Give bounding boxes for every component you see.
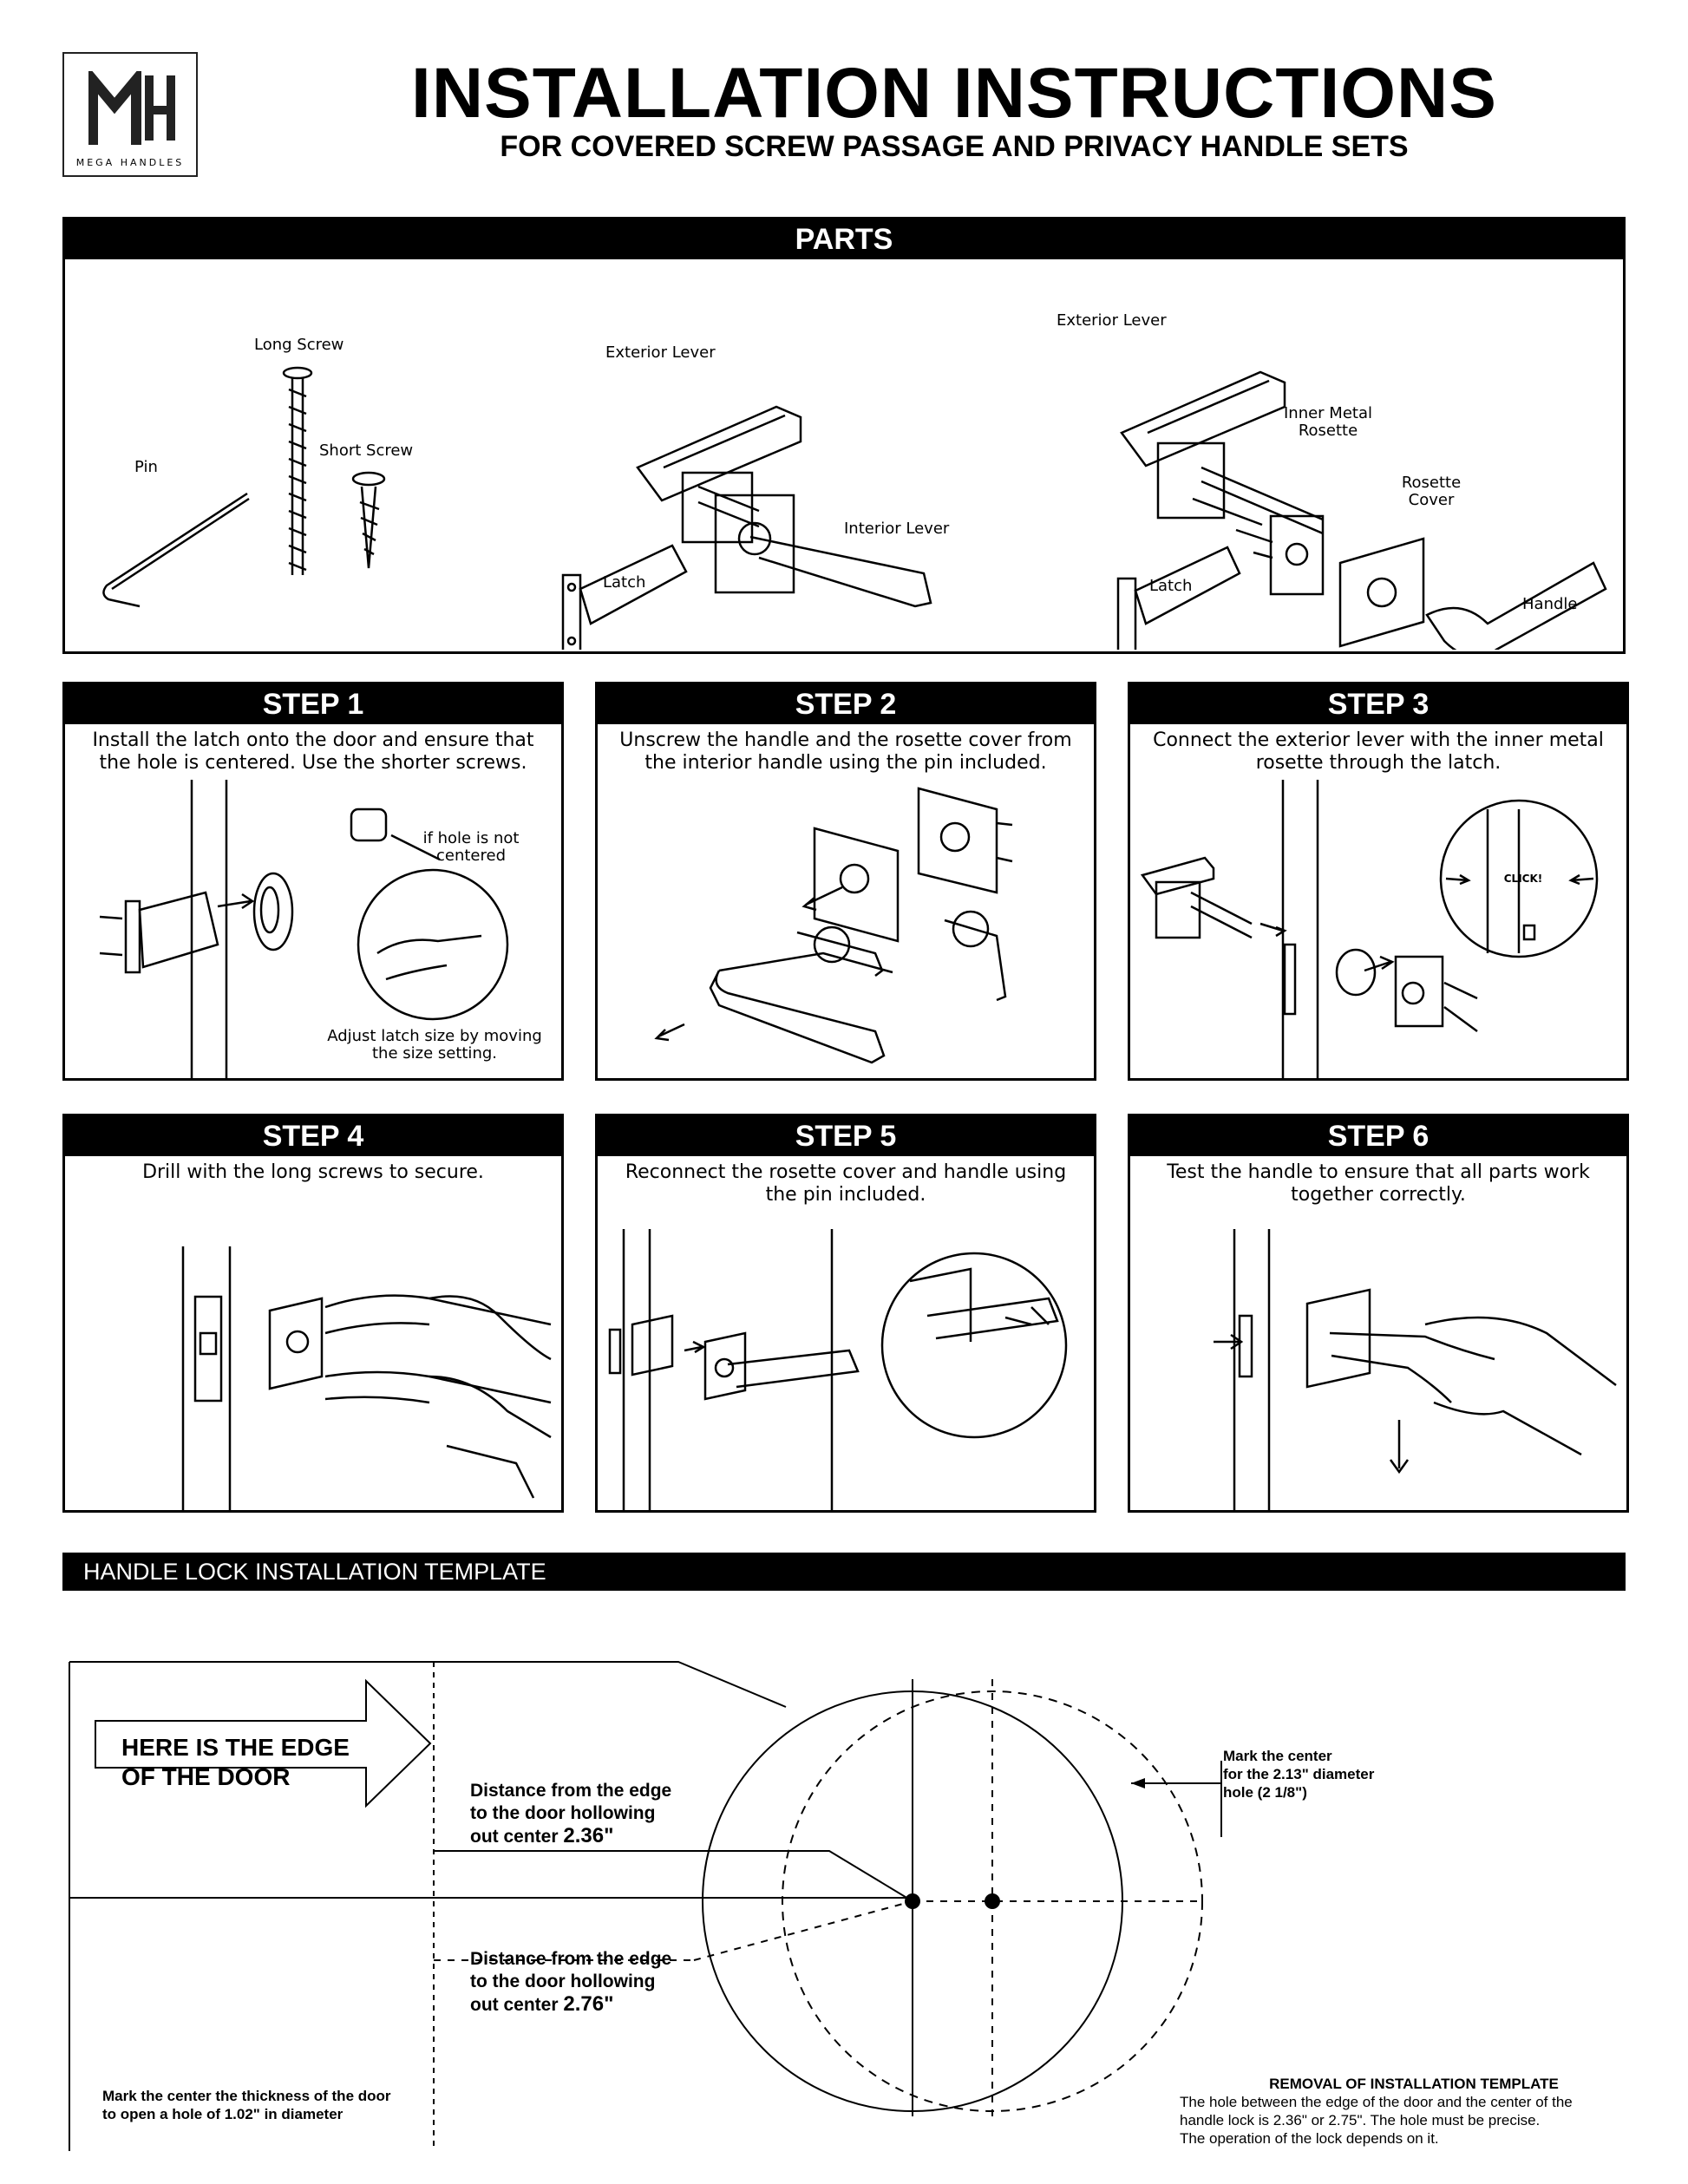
step-4-panel: STEP 4 Drill with the long screws to sec…	[62, 1114, 564, 1513]
label-long-screw: Long Screw	[254, 336, 344, 354]
mark-center-label: Mark the center for the 2.13" diameter h…	[1223, 1748, 1375, 1801]
step-2-text: Unscrew the handle and the rosette cover…	[619, 729, 1072, 774]
step-1-panel: STEP 1 Install the latch onto the door a…	[62, 682, 564, 1081]
step-3-illustration	[1140, 780, 1599, 1078]
installation-template-drawing	[69, 1661, 1222, 2151]
step-3-title: STEP 3	[1130, 684, 1626, 724]
step-3-click-label: CLICK!	[1503, 873, 1543, 885]
pin-icon	[102, 492, 248, 608]
exterior-lever-icon	[636, 405, 802, 544]
page-title: INSTALLATION INSTRUCTIONS	[411, 54, 1497, 133]
step-5-title: STEP 5	[598, 1116, 1094, 1156]
step-3-text: Connect the exterior lever with the inne…	[1153, 729, 1604, 774]
step-6-illustration	[1214, 1229, 1617, 1510]
label-latch-b: Latch	[1149, 577, 1193, 595]
removal-note: REMOVAL OF INSTALLATION TEMPLATE The hol…	[1180, 2076, 1573, 2147]
step-1-text: Install the latch onto the door and ensu…	[92, 729, 534, 774]
step-4-text: Drill with the long screws to secure.	[142, 1161, 484, 1183]
rosette-cover-icon	[1338, 537, 1425, 648]
short-screw-icon	[351, 471, 386, 487]
exterior-lever-exploded-icon	[1120, 370, 1324, 535]
step-4-illustration	[181, 1246, 552, 1510]
label-short-screw: Short Screw	[319, 441, 414, 460]
label-exterior-lever-b: Exterior Lever	[1057, 311, 1167, 330]
brand-logo: MEGA HANDLES	[62, 52, 198, 177]
label-inner-metal-rosette: Inner Metal Rosette	[1283, 404, 1372, 440]
step-5-illustration	[608, 1229, 1068, 1510]
logo-brand-text: MEGA HANDLES	[75, 157, 185, 168]
latch-b-icon	[1116, 546, 1241, 650]
parts-illustration	[102, 366, 1607, 650]
step-4-title: STEP 4	[65, 1116, 561, 1156]
center-point-a	[905, 1893, 920, 1909]
label-pin: Pin	[134, 458, 158, 476]
step-5-panel: STEP 5 Reconnect the rosette cover and h…	[595, 1114, 1096, 1513]
step-6-text: Test the handle to ensure that all parts…	[1167, 1161, 1590, 1206]
inner-metal-rosette-icon	[1235, 514, 1325, 596]
edge-label: HERE IS THE EDGE OF THE DOOR	[121, 1734, 350, 1790]
parts-panel: PARTS	[62, 217, 1626, 654]
step-2-illustration	[654, 787, 1013, 1064]
interior-lever-icon	[714, 494, 932, 608]
latch-icon	[561, 544, 688, 650]
step-2-title: STEP 2	[598, 684, 1094, 724]
label-interior-lever: Interior Lever	[844, 520, 950, 538]
label-rosette-cover: Rosette Cover	[1401, 474, 1462, 509]
center-point-b	[985, 1893, 1000, 1909]
page-subtitle: FOR COVERED SCREW PASSAGE AND PRIVACY HA…	[500, 130, 1409, 163]
label-handle: Handle	[1522, 595, 1578, 613]
step-1-note-b: Adjust latch size by moving the size set…	[327, 1027, 542, 1063]
long-screw-icon	[282, 366, 313, 380]
step-1-illustration	[99, 780, 509, 1078]
step-2-panel: STEP 2 Unscrew the handle and the rosett…	[595, 682, 1096, 1081]
mh-logo-icon	[88, 71, 175, 145]
label-latch-a: Latch	[603, 573, 646, 592]
thickness-label: Mark the center the thickness of the doo…	[102, 2088, 391, 2122]
distance-label-a: Distance from the edge to the door hollo…	[470, 1781, 672, 1847]
parts-heading: PARTS	[65, 219, 1623, 259]
step-1-title: STEP 1	[65, 684, 561, 724]
template-heading: HANDLE LOCK INSTALLATION TEMPLATE	[62, 1553, 1626, 1591]
label-exterior-lever-a: Exterior Lever	[605, 343, 716, 362]
distance-label-b: Distance from the edge to the door hollo…	[470, 1949, 672, 2016]
step-5-text: Reconnect the rosette cover and handle u…	[625, 1161, 1067, 1206]
step-6-title: STEP 6	[1130, 1116, 1626, 1156]
step-3-panel: STEP 3 Connect the exterior lever with t…	[1128, 682, 1629, 1081]
step-6-panel: STEP 6 Test the handle to ensure that al…	[1128, 1114, 1629, 1513]
step-1-note-a: if hole is not centered	[422, 829, 520, 865]
handle-icon	[1425, 561, 1607, 650]
